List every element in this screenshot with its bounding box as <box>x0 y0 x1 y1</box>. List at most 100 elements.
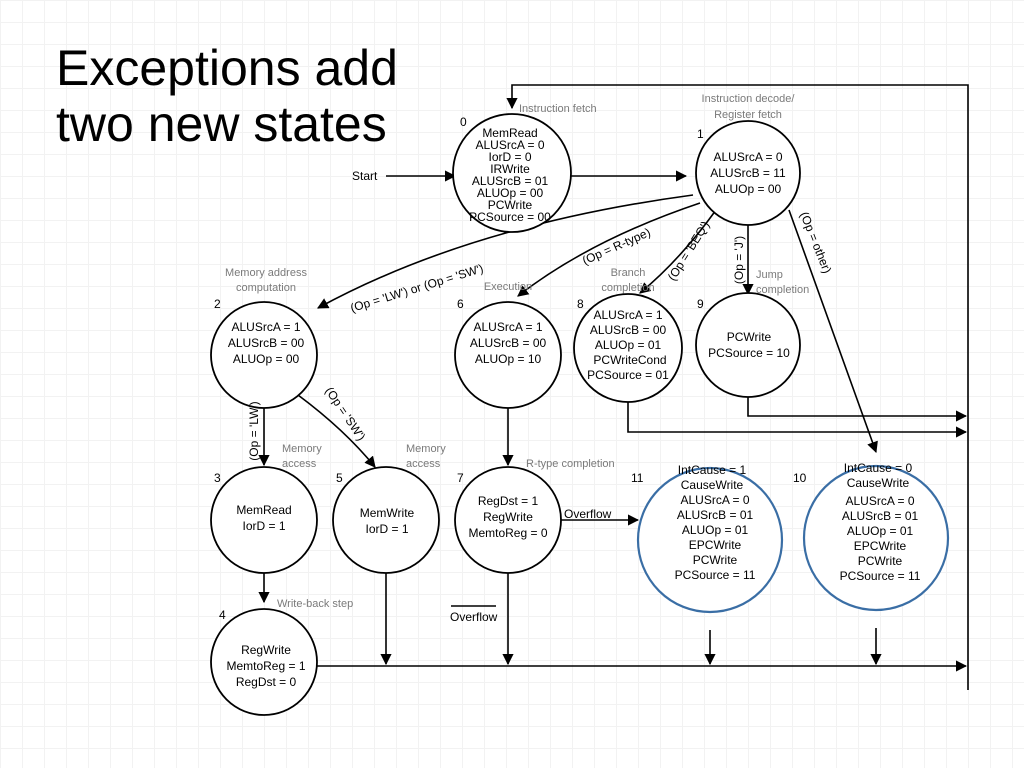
s0-line: IRWrite <box>490 162 530 176</box>
state-10-content: IntCause = 0 CauseWrite ALUSrcA = 0 ALUS… <box>840 461 921 583</box>
s5-line: MemWrite <box>360 506 415 520</box>
s2-line: ALUOp = 00 <box>233 352 300 366</box>
group-decode-2: Register fetch <box>714 109 782 121</box>
state-contents: MemRead ALUSrcA = 0 IorD = 0 IRWrite ALU… <box>226 126 920 689</box>
edge-s1-s2 <box>317 194 694 309</box>
group-memacc5-1: Memory <box>406 443 446 455</box>
state-11-number: 11 <box>631 471 644 485</box>
state-5-number: 5 <box>336 471 343 485</box>
s4-line: RegDst = 0 <box>236 675 297 689</box>
state-3-circle <box>210 466 318 574</box>
return-path-frame <box>506 84 969 690</box>
s11-line: EPCWrite <box>689 538 742 552</box>
edge-s1-s6 <box>517 202 701 297</box>
state-8-number: 8 <box>577 297 584 311</box>
label-j: (Op = 'J') <box>732 236 746 284</box>
s7-line: MemtoReg = 0 <box>468 526 547 540</box>
title-line-2: two new states <box>56 96 387 152</box>
s0-line: ALUOp = 00 <box>477 186 544 200</box>
s10-line: ALUOp = 01 <box>847 524 914 538</box>
group-execution: Execution <box>484 281 532 293</box>
s3-line: MemRead <box>236 503 291 517</box>
s2-line: ALUSrcB = 00 <box>228 336 305 350</box>
s11-line: ALUOp = 01 <box>682 523 749 537</box>
s11-line: ALUSrcB = 01 <box>677 508 754 522</box>
s6-line: ALUSrcB = 00 <box>470 336 547 350</box>
s10-line: CauseWrite <box>847 476 910 490</box>
group-jump-1: Jump <box>756 269 783 281</box>
s0-line: IorD = 0 <box>488 150 531 164</box>
s8-line: PCSource = 01 <box>587 368 669 382</box>
group-memacc5-2: access <box>406 458 441 470</box>
s10-line: IntCause = 0 <box>844 461 913 475</box>
label-beq: (Op = 'BEQ') <box>665 219 713 284</box>
transition-edges <box>258 84 969 690</box>
s11-line: IntCause = 1 <box>678 463 747 477</box>
s3-line: IorD = 1 <box>242 519 285 533</box>
state-9-circle <box>695 292 801 398</box>
group-memaddr-1: Memory address <box>225 267 307 279</box>
group-decode-1: Instruction decode/ <box>702 93 796 105</box>
state-2-circle <box>210 301 318 409</box>
slide-title: Exceptions add two new states <box>56 40 398 152</box>
label-lw: (Op = 'LW') <box>247 401 261 460</box>
edge-s2-s5 <box>297 394 376 468</box>
state-9-number: 9 <box>697 297 704 311</box>
s1-line: ALUOp = 00 <box>715 182 782 196</box>
s9-line: PCWrite <box>727 330 772 344</box>
s1-line: ALUSrcA = 0 <box>713 150 782 164</box>
s11-line: ALUSrcA = 0 <box>680 493 749 507</box>
state-4-number: 4 <box>219 608 226 622</box>
return-s9 <box>747 396 968 422</box>
state-1-number: 1 <box>697 127 704 141</box>
s6-line: ALUOp = 10 <box>475 352 542 366</box>
s11-line: CauseWrite <box>681 478 744 492</box>
group-branch-2: completion <box>601 282 654 294</box>
state-4-content: RegWrite MemtoReg = 1 RegDst = 0 <box>226 643 305 689</box>
start-label: Start <box>352 169 378 183</box>
state-numbers: 0 1 2 6 8 9 3 5 7 11 10 4 <box>214 115 807 622</box>
state-5-content: MemWrite IorD = 1 <box>360 506 415 536</box>
state-9-content: PCWrite PCSource = 10 <box>708 330 790 360</box>
s0-line: PCSource = 00 <box>469 210 551 224</box>
s1-line: ALUSrcB = 11 <box>710 166 786 180</box>
s8-line: PCWriteCond <box>593 353 666 367</box>
s2-line: ALUSrcA = 1 <box>231 320 300 334</box>
s11-line: PCSource = 11 <box>675 568 756 582</box>
s8-line: ALUOp = 01 <box>595 338 662 352</box>
state-10-number: 10 <box>793 471 807 485</box>
s0-line: ALUSrcB = 01 <box>472 174 549 188</box>
s4-line: MemtoReg = 1 <box>226 659 305 673</box>
s0-line: MemRead <box>482 126 537 140</box>
state-4-circle <box>210 608 318 716</box>
label-lw-or-sw: (Op = 'LW') or (Op = 'SW') <box>349 261 485 315</box>
state-5-circle <box>332 466 440 574</box>
s5-line: IorD = 1 <box>365 522 408 536</box>
new-exception-states <box>636 464 950 614</box>
label-not-overflow: Overflow <box>450 610 498 624</box>
label-rtype: (Op = R-type) <box>580 225 652 267</box>
s0-line: ALUSrcA = 0 <box>475 138 544 152</box>
title-line-1: Exceptions add <box>56 40 398 96</box>
label-other: (Op = other) <box>797 210 834 276</box>
group-rtype-completion: R-type completion <box>526 458 615 470</box>
state-7-content: RegDst = 1 RegWrite MemtoReg = 0 <box>468 494 547 540</box>
s10-line: ALUSrcB = 01 <box>842 509 919 523</box>
state-2-content: ALUSrcA = 1 ALUSrcB = 00 ALUOp = 00 <box>228 320 305 366</box>
s8-line: ALUSrcA = 1 <box>593 308 662 322</box>
state-11-circle <box>636 466 784 614</box>
s4-line: RegWrite <box>241 643 291 657</box>
state-3-content: MemRead IorD = 1 <box>236 503 291 533</box>
s11-line: PCWrite <box>693 553 738 567</box>
group-memacc3-1: Memory <box>282 443 322 455</box>
group-memaddr-2: computation <box>236 282 296 294</box>
state-1-circle <box>695 120 801 226</box>
group-instruction-fetch: Instruction fetch <box>519 103 597 115</box>
state-3-number: 3 <box>214 471 221 485</box>
s6-line: ALUSrcA = 1 <box>473 320 542 334</box>
state-0-content: MemRead ALUSrcA = 0 IorD = 0 IRWrite ALU… <box>469 126 551 224</box>
state-0-circle <box>452 113 572 233</box>
s0-line: PCWrite <box>488 198 533 212</box>
label-overflow: Overflow <box>564 507 612 521</box>
